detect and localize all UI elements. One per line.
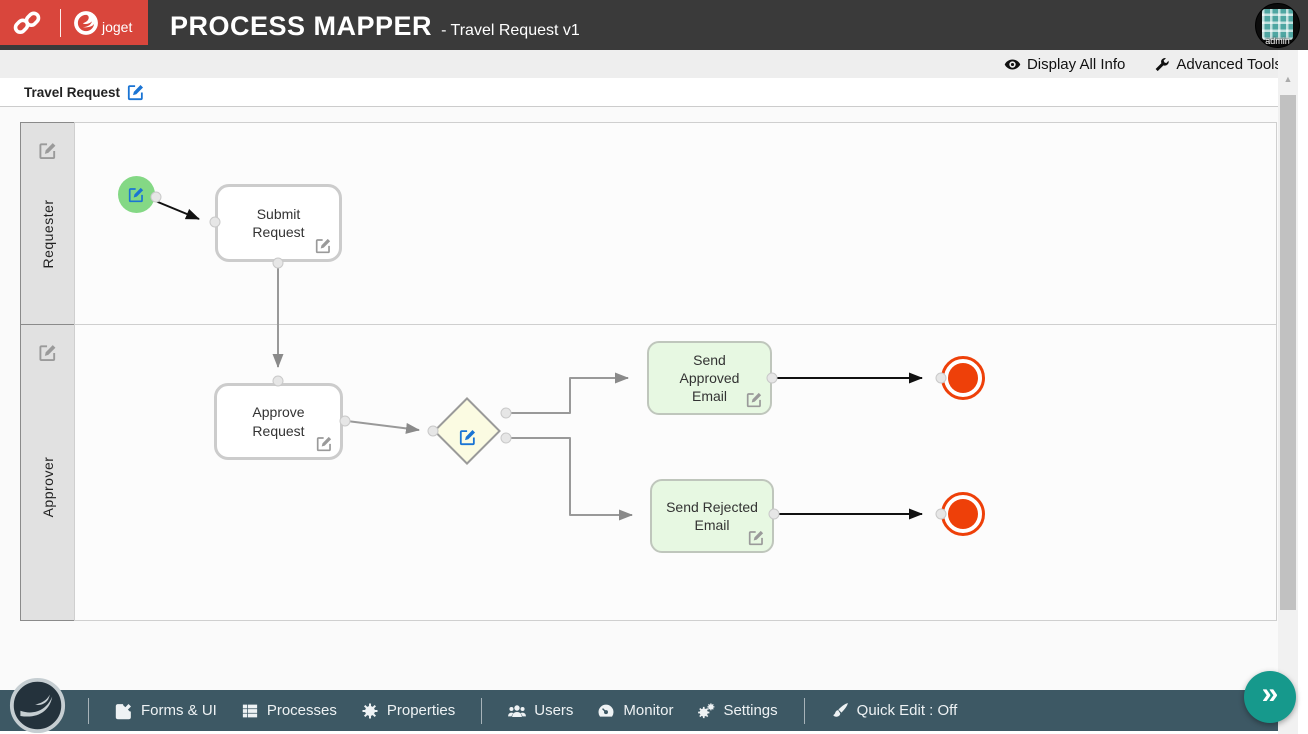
- brand-divider: [60, 8, 61, 37]
- footer-divider: [88, 697, 89, 724]
- title-group: PROCESS MAPPER - Travel Request v1: [170, 0, 580, 50]
- footer-divider: [481, 697, 483, 724]
- footer-item-processes[interactable]: Processes: [241, 702, 337, 720]
- footer-divider: [803, 697, 805, 724]
- app-subtitle: - Travel Request v1: [441, 22, 580, 39]
- advanced-tools-button[interactable]: Advanced Tools: [1153, 56, 1282, 73]
- task-submit-request[interactable]: Submit Request: [215, 184, 342, 262]
- avatar[interactable]: admin: [1255, 3, 1300, 48]
- edit-start-event-icon[interactable]: [128, 186, 145, 203]
- display-all-info-button[interactable]: Display All Info: [1004, 56, 1125, 73]
- end-event-core: [948, 499, 978, 529]
- footer-item-label: Properties: [386, 702, 456, 719]
- process-name-row: Travel Request: [0, 78, 1308, 107]
- display-all-info-label: Display All Info: [1026, 55, 1126, 73]
- edit-gateway-icon[interactable]: [459, 428, 477, 446]
- end-event-core: [948, 363, 978, 393]
- brush-icon: [831, 702, 849, 720]
- right-gutter: [1298, 50, 1308, 734]
- chain-link-icon: [13, 10, 41, 34]
- edit-lane-icon[interactable]: [38, 343, 57, 362]
- end-event-rejected[interactable]: [941, 492, 985, 536]
- brand-name: joget: [102, 18, 133, 35]
- decision-gateway[interactable]: [433, 397, 501, 465]
- footer-item-settings[interactable]: Settings: [697, 702, 778, 720]
- wrench-icon: [1155, 57, 1170, 71]
- app-title: PROCESS MAPPER: [170, 11, 433, 41]
- avatar-label: admin: [1265, 36, 1290, 46]
- scroll-up-icon[interactable]: ▲: [1283, 74, 1293, 84]
- footer-item-label: Monitor: [623, 702, 674, 719]
- task-approve-request[interactable]: Approve Request: [214, 383, 343, 460]
- scrollbar-thumb[interactable]: [1280, 95, 1296, 610]
- lane-label-approver: Approver: [39, 456, 56, 518]
- gateway-inner: [445, 409, 489, 453]
- footer-item-forms-ui[interactable]: Forms & UI: [115, 702, 217, 720]
- lane-header-approver[interactable]: Approver: [20, 324, 75, 621]
- edit-task-icon[interactable]: [316, 435, 333, 452]
- monitor-gauge-icon: [597, 702, 615, 720]
- edit-process-icon[interactable]: [127, 83, 145, 101]
- task-label: Send Approved Email: [679, 351, 740, 405]
- footer-item-label: Users: [534, 702, 574, 719]
- joget-logo-icon: [74, 10, 98, 35]
- task-send-rejected-email[interactable]: Send Rejected Email: [650, 479, 774, 553]
- start-event[interactable]: [118, 176, 155, 213]
- footer-item-quick-edit-off[interactable]: Quick Edit : Off: [831, 702, 958, 720]
- vertical-scrollbar[interactable]: ▲: [1278, 50, 1298, 734]
- edit-task-icon[interactable]: [746, 391, 763, 408]
- diagram-toolbar: Display All Info Advanced Tools: [0, 50, 1308, 78]
- joget-footer-logo[interactable]: [9, 677, 66, 734]
- footer-item-monitor[interactable]: Monitor: [597, 702, 673, 720]
- footer-items: Forms & UI Processes Properties Users Monito…: [103, 697, 969, 724]
- task-label: Approve Request: [252, 404, 305, 439]
- process-name: Travel Request: [24, 84, 121, 100]
- footer-item-label: Processes: [266, 702, 337, 719]
- task-label: Send Rejected Email: [666, 498, 758, 533]
- edit-task-icon[interactable]: [748, 529, 765, 546]
- avatar-identicon: [1262, 9, 1293, 40]
- footer-item-label: Forms & UI: [141, 702, 217, 719]
- task-send-approved-email[interactable]: Send Approved Email: [647, 341, 772, 415]
- footer-item-label: Settings: [723, 702, 778, 719]
- lane-header-requester[interactable]: Requester: [20, 122, 75, 325]
- expand-button[interactable]: »: [1244, 671, 1296, 723]
- brand-block[interactable]: joget: [0, 0, 148, 45]
- end-event-approved[interactable]: [941, 356, 985, 400]
- advanced-tools-label: Advanced Tools: [1176, 55, 1282, 73]
- task-label: Submit Request: [252, 205, 305, 240]
- edit-lane-icon[interactable]: [38, 141, 57, 160]
- edit-task-icon[interactable]: [315, 237, 332, 254]
- users-icon: [508, 702, 527, 720]
- form-edit-icon: [115, 702, 133, 720]
- eye-icon: [1004, 59, 1021, 69]
- footer-item-label: Quick Edit : Off: [856, 702, 958, 719]
- lane-label-requester: Requester: [39, 199, 56, 269]
- app-header: joget PROCESS MAPPER - Travel Request v1…: [0, 0, 1308, 50]
- double-chevron-right-icon: »: [1261, 677, 1279, 710]
- gears-icon: [697, 702, 715, 720]
- footer-item-users[interactable]: Users: [508, 702, 573, 720]
- footer-bar: Forms & UI Processes Properties Users Monito…: [0, 690, 1308, 731]
- process-list-icon: [241, 702, 259, 720]
- gear-icon: [361, 702, 379, 720]
- footer-item-properties[interactable]: Properties: [361, 702, 455, 720]
